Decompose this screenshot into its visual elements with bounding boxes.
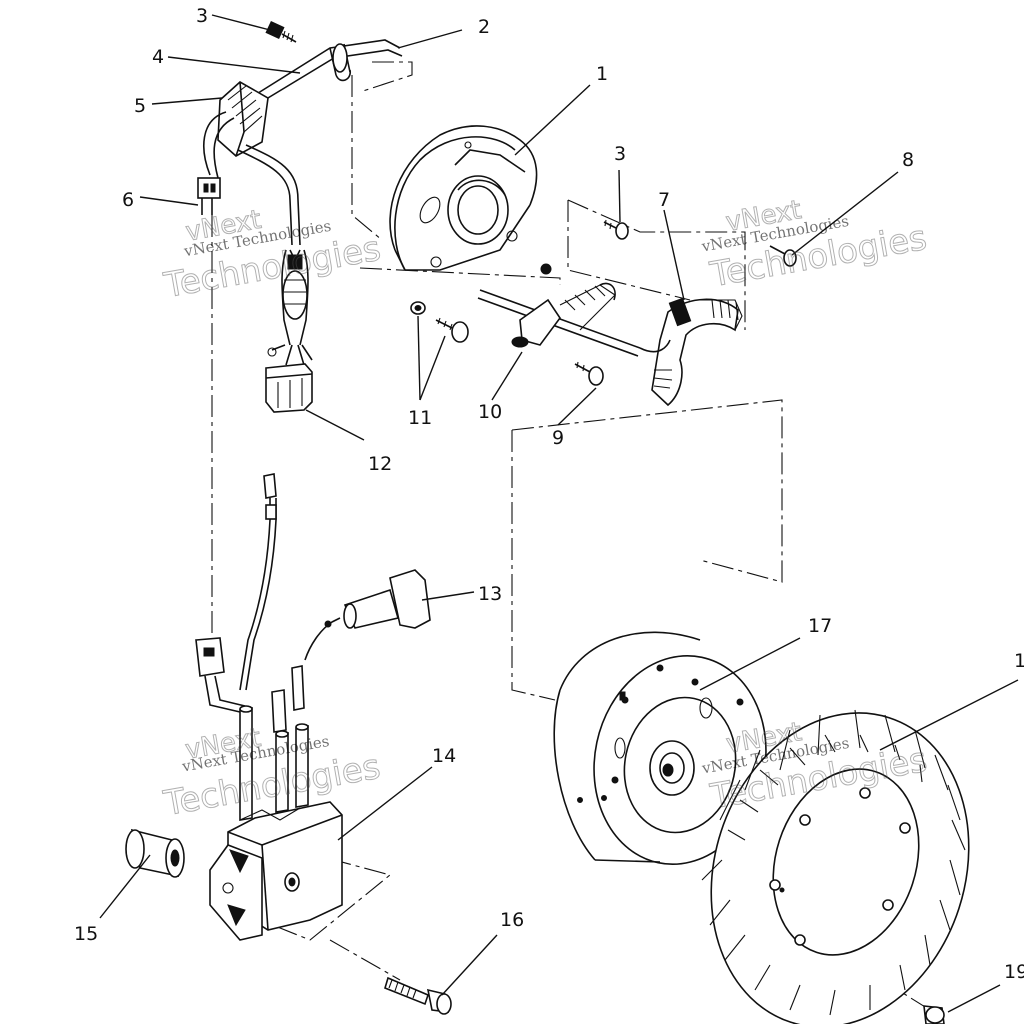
wire-harness (197, 111, 313, 413)
screw-washer-part-11 (410, 301, 469, 343)
watermark-3: vNext Technologies vNext Technologies (160, 722, 384, 824)
callout-12: 12 (368, 453, 392, 475)
callout-3-top: 3 (196, 5, 208, 27)
callout-3-right: 3 (614, 143, 626, 165)
callout-13: 13 (478, 583, 502, 605)
callout-15: 15 (74, 923, 98, 945)
callout-5: 5 (134, 95, 146, 117)
connector-part-6 (197, 177, 221, 215)
fan-part-18 (701, 709, 970, 1024)
callout-6: 6 (122, 189, 134, 211)
callout-2: 2 (478, 16, 490, 38)
cdi-unit-part-14 (209, 665, 343, 941)
callout-9: 9 (552, 427, 564, 449)
callout-19-clipped: 19 (1004, 961, 1024, 983)
flywheel-part-17 (553, 631, 767, 866)
watermark-2: vNext Technologies vNext Technologies (699, 195, 930, 296)
connector-part-12 (265, 363, 313, 413)
callout-16: 16 (500, 909, 524, 931)
pulser-part-10 (477, 263, 641, 357)
callout-7: 7 (658, 189, 670, 211)
callout-1: 1 (596, 63, 608, 85)
callout-labels: 1 2 3 3 4 5 6 7 8 9 10 11 12 13 14 15 16… (74, 5, 1024, 983)
bolt-part-19 (923, 1005, 945, 1024)
callout-14: 14 (432, 745, 456, 767)
ignition-wires (239, 473, 277, 691)
leader-lines (99, 14, 1019, 1013)
spark-plug-cap-part-13 (304, 569, 431, 661)
wire-tube-assembly (254, 20, 403, 105)
callout-8: 8 (902, 149, 914, 171)
stator-plate-part-1 (389, 125, 538, 271)
bolt-part-16 (384, 976, 452, 1015)
screw-part-3-right (603, 219, 629, 240)
lighting-coil-part-7 (639, 297, 743, 407)
callout-4: 4 (152, 46, 164, 68)
cdi-connector (195, 637, 246, 713)
callout-17: 17 (808, 615, 832, 637)
regulator-part-5 (217, 81, 269, 157)
spacer-part-15 (125, 828, 185, 878)
callout-10: 10 (478, 401, 502, 423)
callout-11: 11 (408, 407, 432, 429)
screw-part-3 (265, 20, 297, 43)
screw-part-9 (574, 361, 604, 386)
callout-18-clipped: 1 (1014, 650, 1024, 672)
